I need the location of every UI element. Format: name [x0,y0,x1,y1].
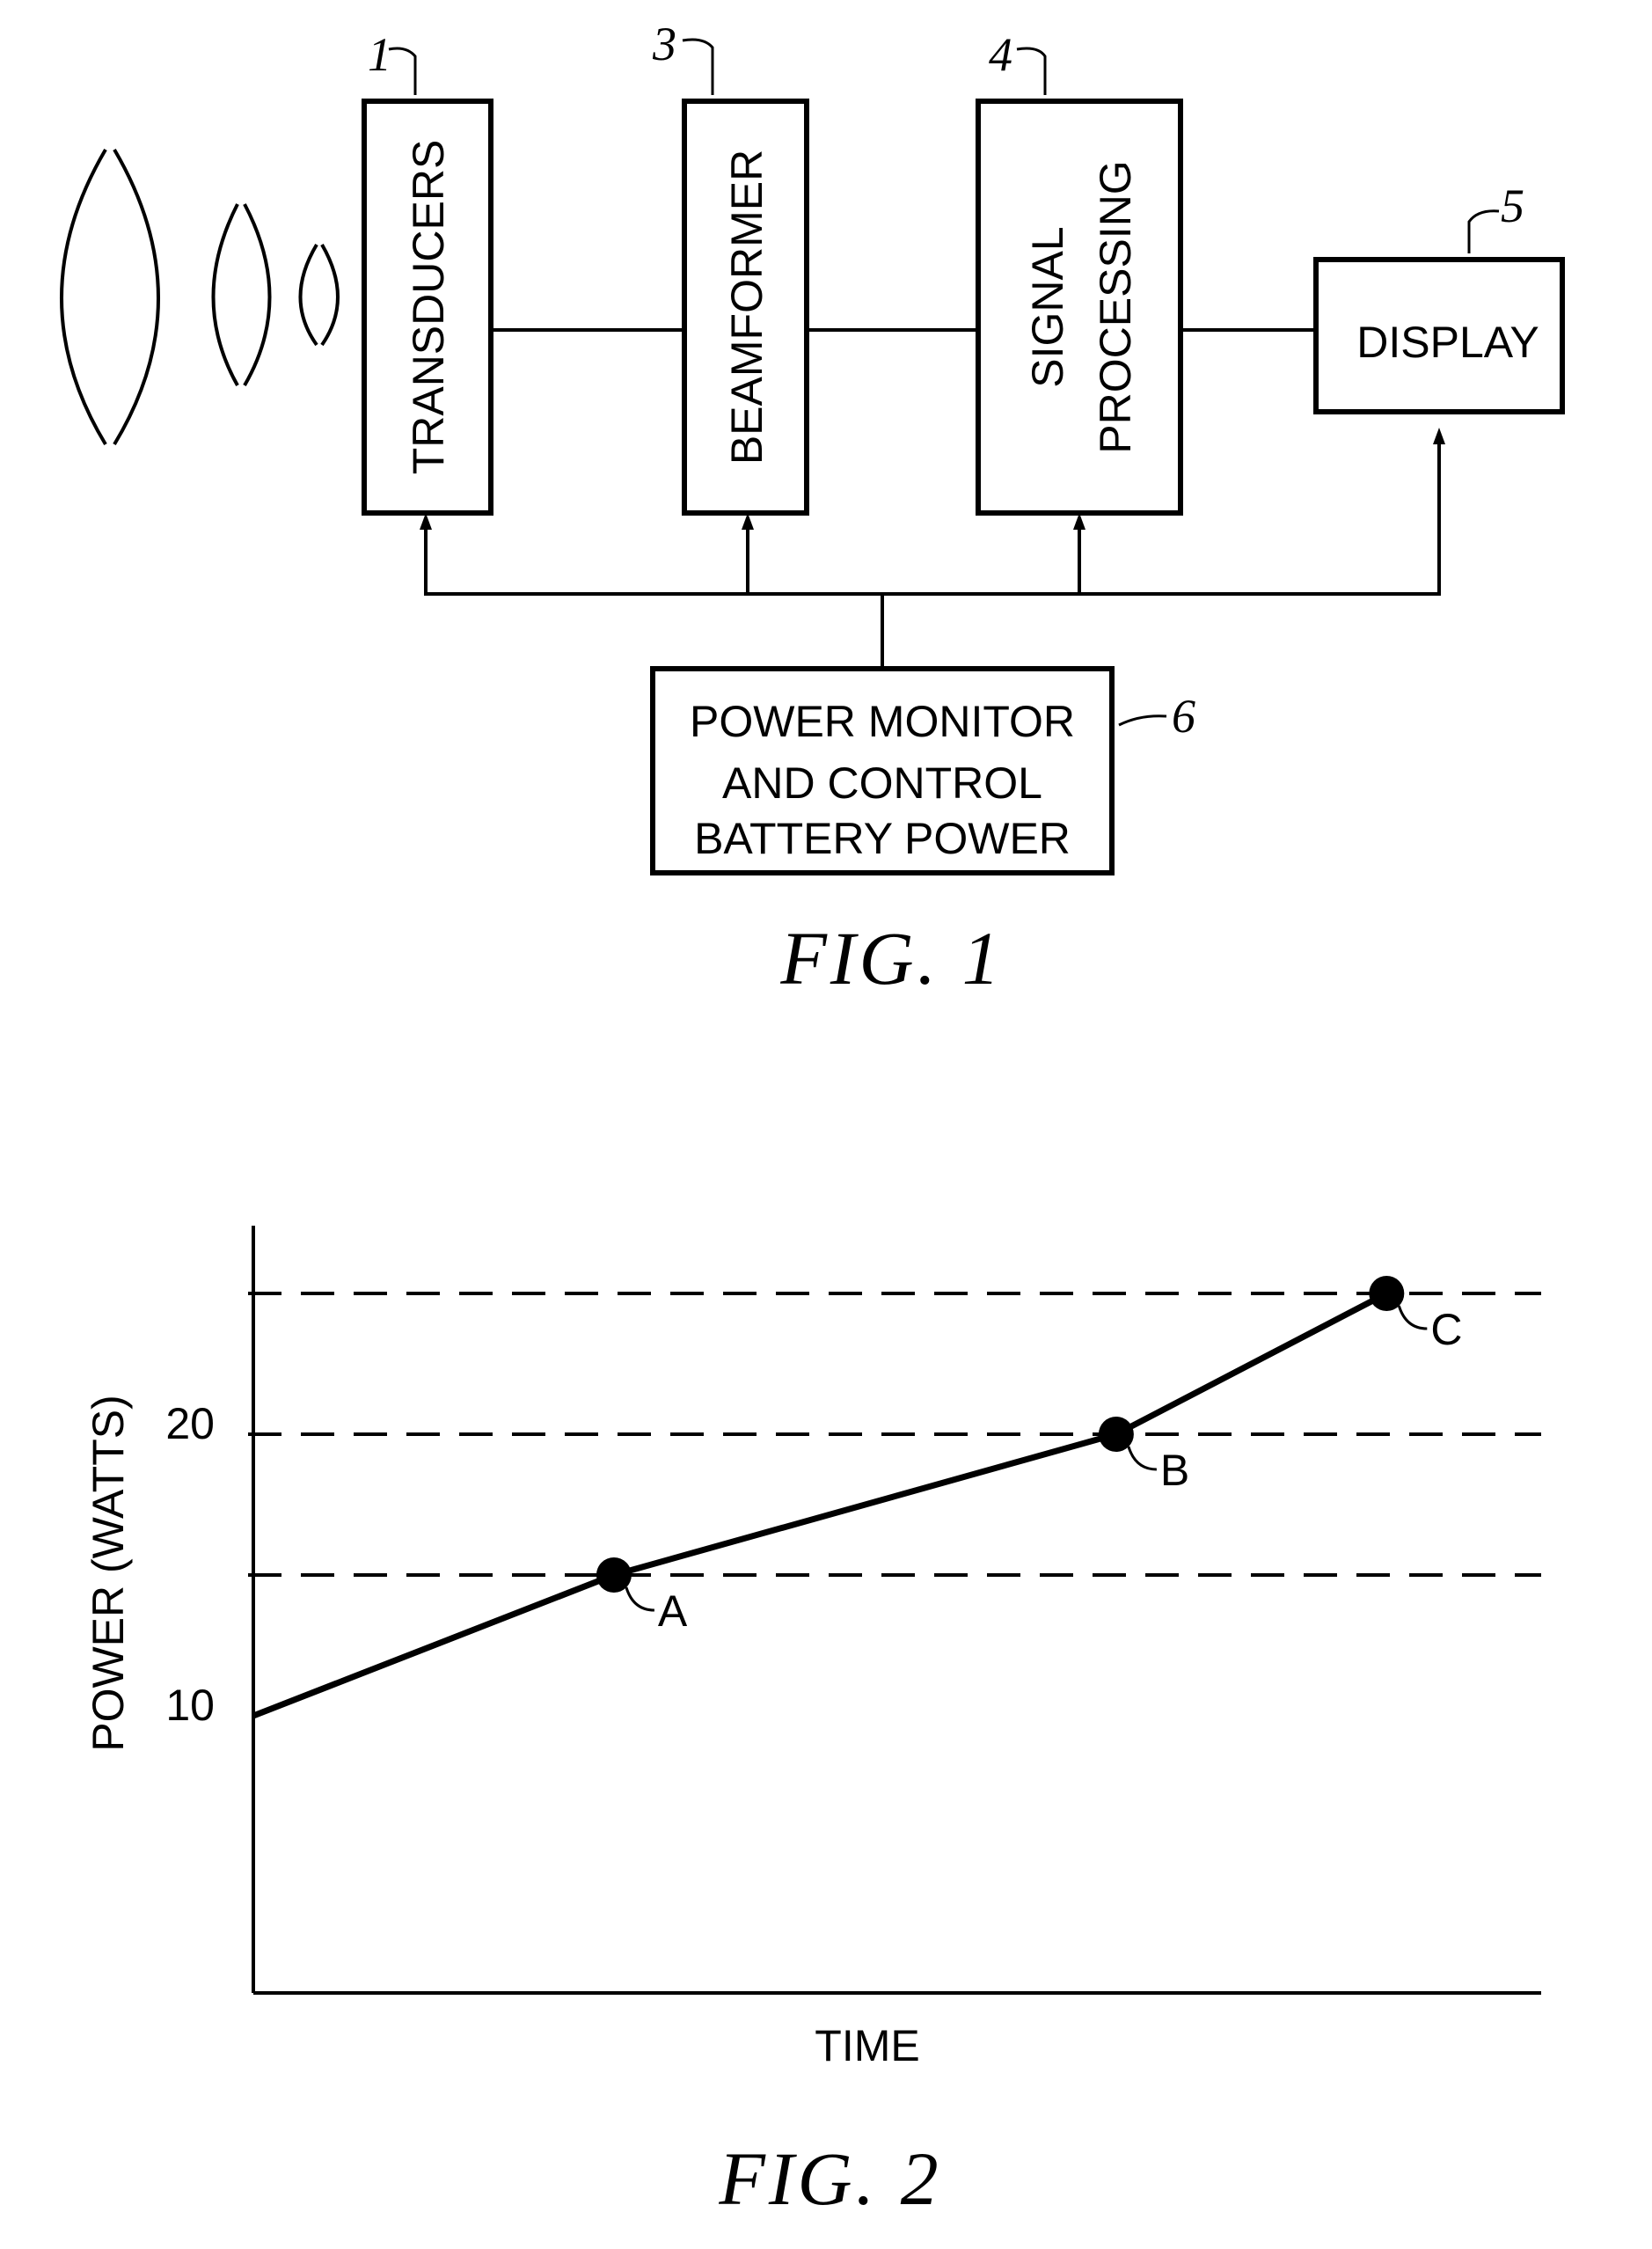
transducers-block: TRANSDUCERS 1 [364,28,491,513]
transducers-ref-number: 1 [368,28,391,81]
transducers-label: TRANSDUCERS [404,140,453,475]
power-series [253,1293,1386,1716]
fig2-caption: FIG. 2 [718,2136,941,2221]
power-monitor-line3: BATTERY POWER [694,814,1071,863]
point-a-label: A [658,1586,688,1636]
power-monitor-line1: POWER MONITOR [690,697,1075,746]
fig1-caption: FIG. 1 [779,916,1003,1000]
signal-processing-block: SIGNAL PROCESSING 4 [978,28,1181,513]
beamformer-ref-number: 3 [652,18,676,70]
chart-axes [253,1226,1541,1993]
y-tick-20: 20 [165,1399,215,1448]
signal-processing-ref-number: 4 [989,28,1012,81]
series-line-0 [253,1293,1386,1716]
fig2-power-chart: 20 10 POWER (WATTS) TIME A B C FIG. 2 [84,1226,1541,2221]
power-monitor-line2: AND CONTROL [722,758,1042,808]
point-c-label: C [1430,1305,1462,1354]
display-label: DISPLAY [1356,318,1539,367]
fig1-block-diagram: TRANSDUCERS 1 BEAMFORMER 3 SIGNAL PROCES… [62,18,1562,1000]
beamformer-label: BEAMFORMER [722,150,771,465]
power-monitor-block: POWER MONITOR AND CONTROL BATTERY POWER … [653,669,1195,873]
power-bus [420,428,1445,669]
point-b-leader [1129,1447,1157,1469]
signal-processing-label-line1: SIGNAL [1023,226,1072,387]
point-b-label: B [1160,1446,1189,1495]
y-tick-10: 10 [165,1681,215,1730]
point-c-leader [1399,1306,1427,1329]
display-block: DISPLAY 5 [1316,179,1562,412]
signal-processing-label-line2: PROCESSING [1091,160,1140,453]
acoustic-wave-icon [62,150,338,444]
y-axis-label: POWER (WATTS) [84,1395,133,1752]
reference-lines [248,1293,1541,1575]
point-a-leader [626,1587,654,1610]
display-ref-number: 5 [1501,179,1524,232]
beamformer-block: BEAMFORMER 3 [652,18,807,513]
power-monitor-ref-number: 6 [1172,690,1195,743]
x-axis-label: TIME [815,2021,919,2070]
